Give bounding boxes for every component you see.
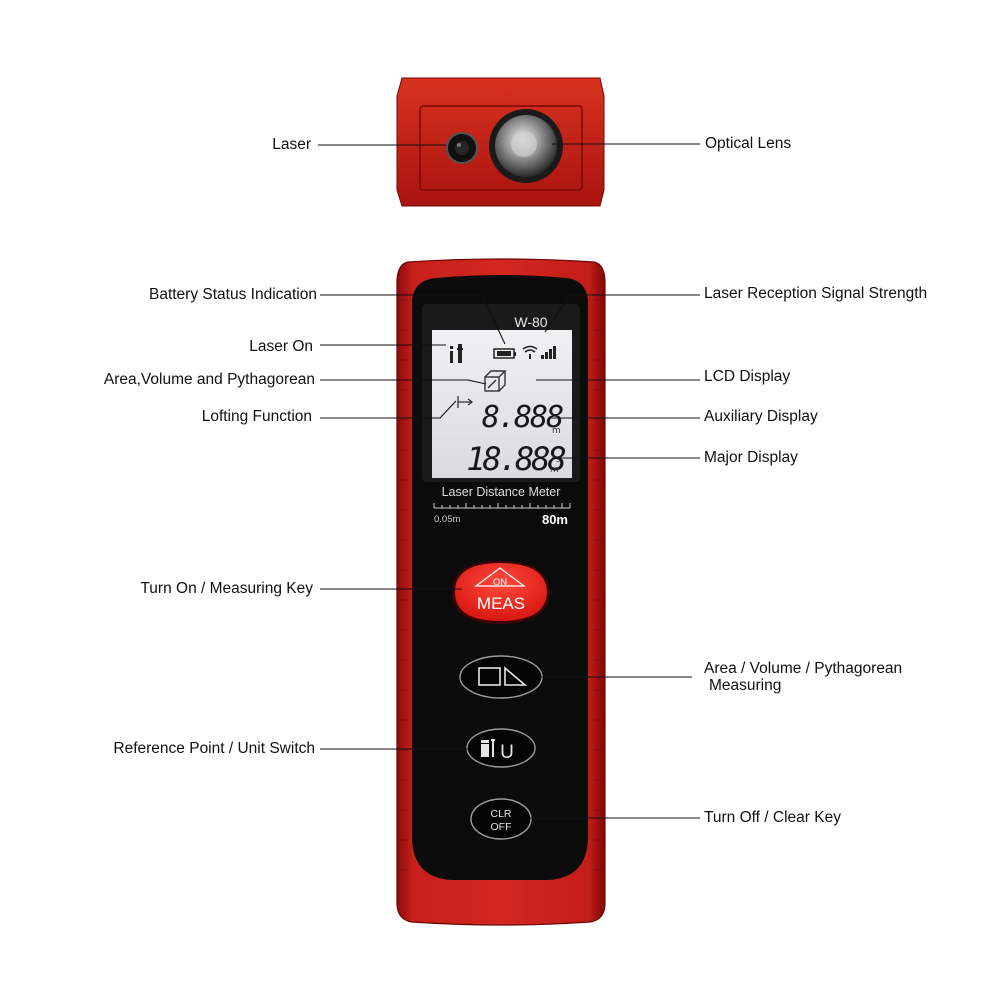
label-lcd-display: LCD Display bbox=[704, 368, 791, 385]
meas-key-label: MEAS bbox=[477, 594, 525, 613]
label-lofting-function: Lofting Function bbox=[201, 408, 312, 425]
unit-switch-glyph: U bbox=[500, 742, 514, 763]
label-area-volume-pythagorean-measuring-line1: Area / Volume / Pythagorean bbox=[704, 660, 903, 677]
range-ruler bbox=[433, 503, 571, 509]
reference-point-icon bbox=[481, 744, 489, 757]
clr-off-key[interactable]: CLR OFF bbox=[470, 798, 532, 840]
leader-lines bbox=[318, 143, 700, 819]
label-area-volume-pythagorean-measuring-line2: Measuring bbox=[709, 677, 782, 694]
label-turn-on-measuring-key: Turn On / Measuring Key bbox=[140, 580, 313, 597]
leader-area-volume bbox=[320, 379, 487, 385]
major-reading: 18.888 bbox=[466, 440, 565, 478]
reference-unit-key[interactable]: U bbox=[466, 728, 536, 768]
label-turn-off-clear-key: Turn Off / Clear Key bbox=[704, 809, 841, 826]
leader-battery bbox=[320, 294, 506, 345]
meas-key-triangle-icon bbox=[474, 567, 526, 587]
major-unit-superscript: 3 bbox=[556, 456, 560, 464]
label-reference-point-unit-switch: Reference Point / Unit Switch bbox=[113, 740, 315, 757]
label-major-display: Major Display bbox=[704, 449, 798, 466]
lofting-icon bbox=[457, 396, 474, 408]
device-top-view bbox=[396, 77, 605, 207]
label-laser-reception: Laser Reception Signal Strength bbox=[704, 285, 928, 302]
label-battery-status: Battery Status Indication bbox=[148, 286, 317, 303]
triangle-icon bbox=[504, 666, 528, 686]
clr-key-top-label: CLR bbox=[490, 808, 511, 820]
range-max: 80m bbox=[542, 512, 568, 527]
area-volume-key[interactable] bbox=[459, 655, 543, 699]
range-min: 0.05m bbox=[434, 514, 460, 525]
label-auxiliary-display: Auxiliary Display bbox=[704, 408, 818, 425]
aux-unit: m bbox=[552, 426, 561, 436]
lcd-display: 8.888 m 18.888 m 3 bbox=[422, 304, 580, 482]
label-laser: Laser bbox=[272, 136, 311, 153]
model-label: W-80 bbox=[514, 314, 547, 330]
signal-strength-icon bbox=[522, 345, 556, 359]
rectangle-icon bbox=[478, 667, 501, 686]
label-area-volume-pythagorean-measuring: Area / Volume / Pythagorean Measuring bbox=[704, 660, 902, 694]
label-area-volume-pythagorean: Area,Volume and Pythagorean bbox=[103, 371, 315, 388]
label-laser-on: Laser On bbox=[249, 338, 313, 355]
product-name: Laser Distance Meter bbox=[442, 485, 561, 499]
laser-on-icon bbox=[450, 344, 463, 363]
leader-lofting bbox=[320, 400, 457, 419]
leader-laser-reception bbox=[544, 294, 700, 333]
battery-icon bbox=[493, 348, 516, 359]
meas-key[interactable]: ON MEAS bbox=[452, 561, 550, 624]
label-optical-lens: Optical Lens bbox=[705, 135, 792, 152]
meas-key-top-label: ON bbox=[493, 577, 507, 588]
clr-key-bottom-label: OFF bbox=[491, 821, 512, 833]
major-unit: m bbox=[550, 465, 559, 475]
